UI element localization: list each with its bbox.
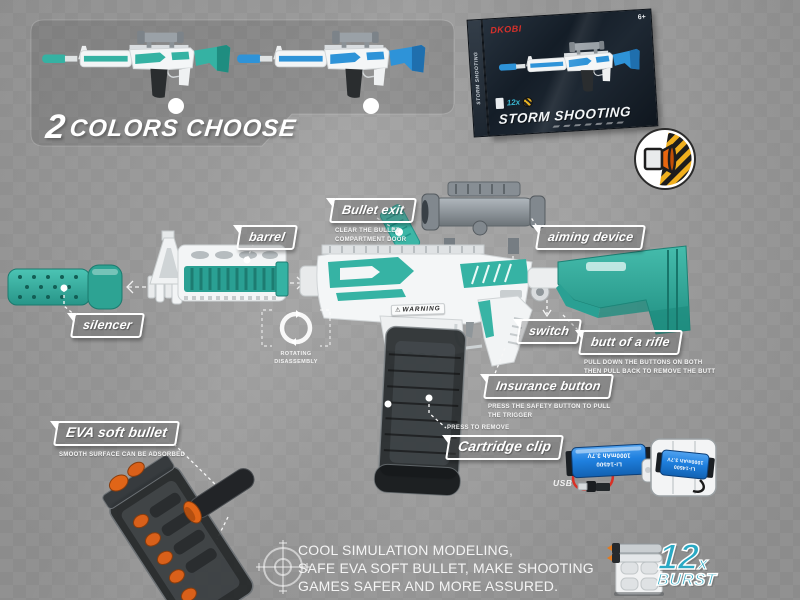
magazine-part xyxy=(373,325,467,497)
callout-label: Insurance button xyxy=(483,374,614,399)
usb-label: USB xyxy=(553,478,573,488)
manual-icon xyxy=(495,97,505,110)
barrel-handguard-part xyxy=(177,244,289,302)
scope-part xyxy=(421,181,546,268)
colors-panel xyxy=(30,19,455,147)
brand-logo: DKOBI xyxy=(489,23,523,36)
callout-cartridge-clip: PRESS TO REMOVE Cartridge clip xyxy=(445,424,565,460)
product-box-side-text: STORM SHOOTING xyxy=(473,51,483,105)
coin-badge-icon xyxy=(522,96,534,107)
callout-butt-of-rifle: butt of a rifle PULL DOWN THE BUTTONS ON… xyxy=(578,330,715,377)
footer-slogan: COOL SIMULATION MODELING, SAFE EVA SOFT … xyxy=(298,542,594,595)
white-dot xyxy=(363,98,379,114)
product-box: STORM SHOOTING DKOBI 6+ 12x STORM SHOOTI… xyxy=(466,8,659,138)
rotating-disassembly-caption: ROTATING DISASSEMBLY xyxy=(274,351,318,366)
callout-switch: switch xyxy=(516,319,583,344)
receiver-part xyxy=(299,244,565,367)
box-title-underline xyxy=(552,121,624,128)
callout-barrel: barrel xyxy=(236,225,298,250)
warning-sticker: ⚠ WARNING xyxy=(390,303,445,316)
callout-eva-soft-bullet: EVA soft bullet SMOOTH SURFACE CAN BE AD… xyxy=(53,421,185,460)
burst-badge: 12x BURST xyxy=(656,535,718,589)
callout-silencer: silencer xyxy=(70,313,145,338)
callout-label: barrel xyxy=(236,225,298,250)
safety-badge-icon xyxy=(634,128,696,190)
callout-label: butt of a rifle xyxy=(578,330,683,355)
burst-bullets-icon xyxy=(607,543,664,596)
callout-label: EVA soft bullet xyxy=(53,421,180,446)
box-rifle-art xyxy=(496,32,649,101)
callout-insurance-button: Insurance button PRESS THE SAFETY BUTTON… xyxy=(483,374,614,421)
product-box-front: DKOBI 6+ 12x STORM SHOOTING xyxy=(481,8,659,137)
colors-panel-title: 2COLORS CHOOSE xyxy=(44,108,298,146)
callout-aiming-device: aiming device xyxy=(535,225,647,250)
warning-icon: ⚠ xyxy=(394,307,401,314)
clear-magazine-illustration xyxy=(102,455,255,600)
callout-label: silencer xyxy=(70,313,145,338)
crosshair-icon xyxy=(256,540,310,594)
battery-compartment xyxy=(641,438,717,497)
rotating-disassembly-icon xyxy=(261,309,331,347)
dart-icon xyxy=(643,143,677,175)
callout-label: Bullet exit xyxy=(329,198,417,223)
box-mini-icons: 12x xyxy=(495,96,534,110)
box-title: STORM SHOOTING xyxy=(498,103,632,128)
colors-count: 2 xyxy=(44,108,68,146)
callout-label: Cartridge clip xyxy=(445,435,565,460)
white-dot xyxy=(168,98,184,114)
age-badge: 6+ xyxy=(637,13,646,22)
silencer-part xyxy=(7,264,123,310)
callout-label: aiming device xyxy=(535,225,647,250)
callout-label: switch xyxy=(516,319,583,344)
stock-part xyxy=(556,245,691,335)
box-burst-label: 12x xyxy=(506,97,521,108)
